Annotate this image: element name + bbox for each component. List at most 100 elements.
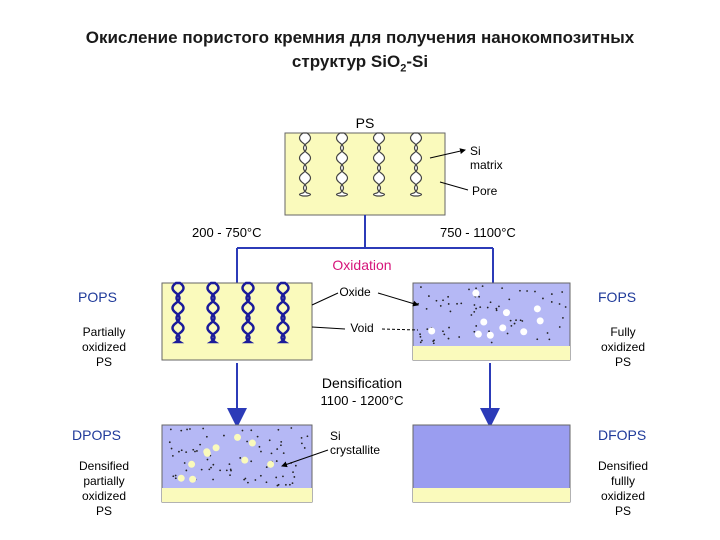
void-dot (501, 287, 503, 289)
fops-desc-2: oxidized (601, 340, 645, 354)
crystallite-dot (428, 328, 435, 335)
void-dot (295, 465, 297, 467)
void-dot (559, 326, 561, 328)
void-dot (448, 303, 450, 305)
void-dot (194, 451, 196, 453)
pops-desc-2: oxidized (82, 340, 126, 354)
void-dot (495, 308, 497, 310)
void-dot (443, 333, 445, 335)
void-dot (548, 338, 550, 340)
void-dot (562, 317, 564, 319)
crystallite-dot (475, 331, 482, 338)
si-crystallite-label-1: Si (330, 429, 341, 443)
void-dot (257, 436, 259, 438)
void-dot (210, 467, 212, 469)
crystallite-dot (188, 461, 195, 468)
dpops-name: DPOPS (72, 427, 121, 443)
crystallite-dot (234, 434, 241, 441)
void-dot (239, 457, 241, 459)
fops-desc-1: Fully (610, 325, 635, 339)
void-dot (520, 319, 522, 321)
void-dot (482, 285, 484, 287)
void-dot (246, 441, 248, 443)
crystallite-dot (537, 317, 544, 324)
dfops-desc-3: oxidized (601, 489, 645, 503)
void-dot (474, 304, 476, 306)
void-dot (192, 449, 194, 451)
void-dot (282, 475, 284, 477)
void-dot (276, 448, 278, 450)
oxide-label: Oxide (339, 285, 371, 299)
void-dot (473, 311, 475, 313)
si-matrix-label-1: Si (470, 144, 481, 158)
void-dot (470, 314, 472, 316)
void-dot (515, 319, 517, 321)
void-dot (450, 311, 452, 313)
void-dot (432, 340, 434, 342)
void-dot (468, 289, 470, 291)
crystallite-dot (472, 290, 479, 297)
crystallite-dot (241, 457, 248, 464)
void-dot (460, 303, 462, 305)
temp-left: 200 - 750°C (192, 225, 262, 240)
void-dot (244, 478, 246, 480)
void-dot (269, 439, 271, 441)
pops-panel (162, 283, 312, 360)
void-dot (189, 428, 191, 430)
void-dot (419, 333, 421, 335)
void-dot (285, 484, 287, 486)
void-dot (293, 476, 295, 478)
void-dot (184, 462, 186, 464)
void-dot (508, 298, 510, 300)
crystallite-dot (267, 461, 274, 468)
void-dot (426, 308, 428, 310)
void-dot (276, 460, 278, 462)
void-dot (304, 447, 306, 449)
void-dot (275, 477, 277, 479)
void-dot (212, 479, 214, 481)
void-dot (170, 429, 172, 431)
void-dot (230, 468, 232, 470)
void-dot (490, 301, 492, 303)
void-dot (420, 286, 422, 288)
void-dot (440, 305, 442, 307)
crystallite-dot (499, 324, 506, 331)
void-label: Void (350, 321, 373, 335)
crystallite-dot (534, 305, 541, 312)
void-dot (185, 451, 187, 453)
void-dot (201, 469, 203, 471)
void-dot (175, 477, 177, 479)
void-dot (565, 306, 567, 308)
void-dot (442, 330, 444, 332)
void-dot (229, 463, 231, 465)
pops-desc-1: Partially (83, 325, 126, 339)
pops-name: POPS (78, 289, 117, 305)
void-dot (521, 320, 523, 322)
void-dot (442, 299, 444, 301)
void-dot (206, 436, 208, 438)
void-dot (551, 293, 553, 295)
ps-label: PS (356, 115, 375, 131)
void-dot (181, 449, 183, 451)
void-dot (547, 332, 549, 334)
fops-name: FOPS (598, 289, 636, 305)
temp-right: 750 - 1100°C (440, 225, 516, 240)
oxidation-label: Oxidation (332, 257, 391, 273)
void-dot (266, 466, 268, 468)
void-dot (172, 455, 174, 457)
void-dot (507, 333, 509, 335)
void-dot (478, 296, 480, 298)
crystallite-dot (503, 309, 510, 316)
dpops-si-base (162, 488, 312, 502)
void-dot (420, 341, 422, 343)
oxide-pointer-left (312, 293, 338, 305)
void-dot (526, 290, 528, 292)
void-dot (277, 429, 279, 431)
void-dot (542, 298, 544, 300)
void-dot (277, 485, 279, 487)
void-dot (510, 320, 512, 322)
void-dot (473, 331, 475, 333)
dpops-desc-3: oxidized (82, 489, 126, 503)
void-dot (212, 464, 214, 466)
